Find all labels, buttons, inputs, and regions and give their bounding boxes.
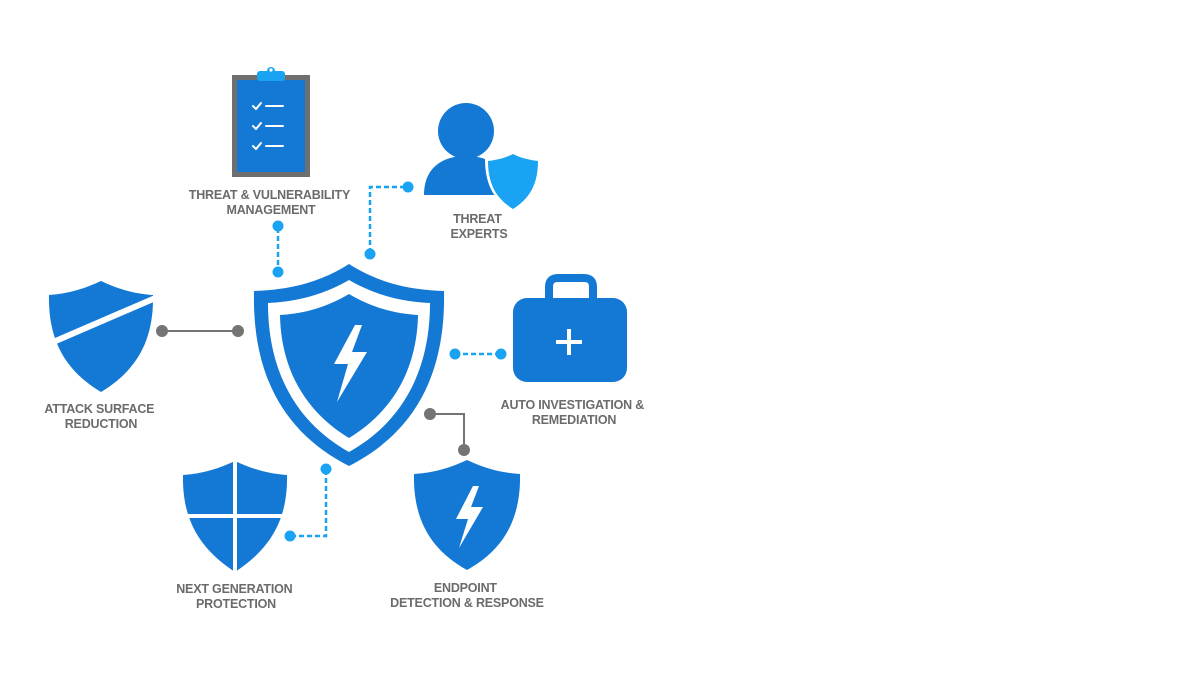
hub-shield [253,264,445,466]
threat-experts-label: THREAT EXPERTS [451,212,508,241]
node-next-generation: NEXT GENERATION PROTECTION [176,458,296,611]
lightning-shield-icon [413,460,521,570]
user-shield-icon [424,103,541,212]
connector-next-generation [284,463,332,542]
attack-surface-label: ATTACK SURFACE REDUCTION [44,402,157,431]
node-threat-experts: THREAT EXPERTS [424,103,541,241]
node-threat-vulnerability: THREAT & VULNERABILITY MANAGEMENT [189,67,353,217]
auto-investigation-label: AUTO INVESTIGATION & REMEDIATION [501,398,648,427]
lightning-shield-icon [253,264,445,466]
connector-endpoint-detection [424,408,470,456]
connector-auto-investigation [449,348,507,360]
next-generation-label: NEXT GENERATION PROTECTION [176,582,296,611]
windows-shield-icon [178,458,292,575]
slashed-shield-icon [42,281,162,392]
connectors [156,181,507,542]
connector-threat-vulnerability [272,220,284,278]
node-endpoint-detection: ENDPOINT DETECTION & RESPONSE [390,460,544,610]
node-attack-surface: ATTACK SURFACE REDUCTION [42,281,162,431]
connector-attack-surface [156,325,244,337]
endpoint-detection-label: ENDPOINT DETECTION & RESPONSE [390,581,544,610]
connector-threat-experts [364,181,414,260]
threat-vulnerability-label: THREAT & VULNERABILITY MANAGEMENT [189,188,353,217]
medical-kit-icon [513,274,627,382]
clipboard-checklist-icon [232,67,310,177]
node-auto-investigation: AUTO INVESTIGATION & REMEDIATION [501,274,648,427]
